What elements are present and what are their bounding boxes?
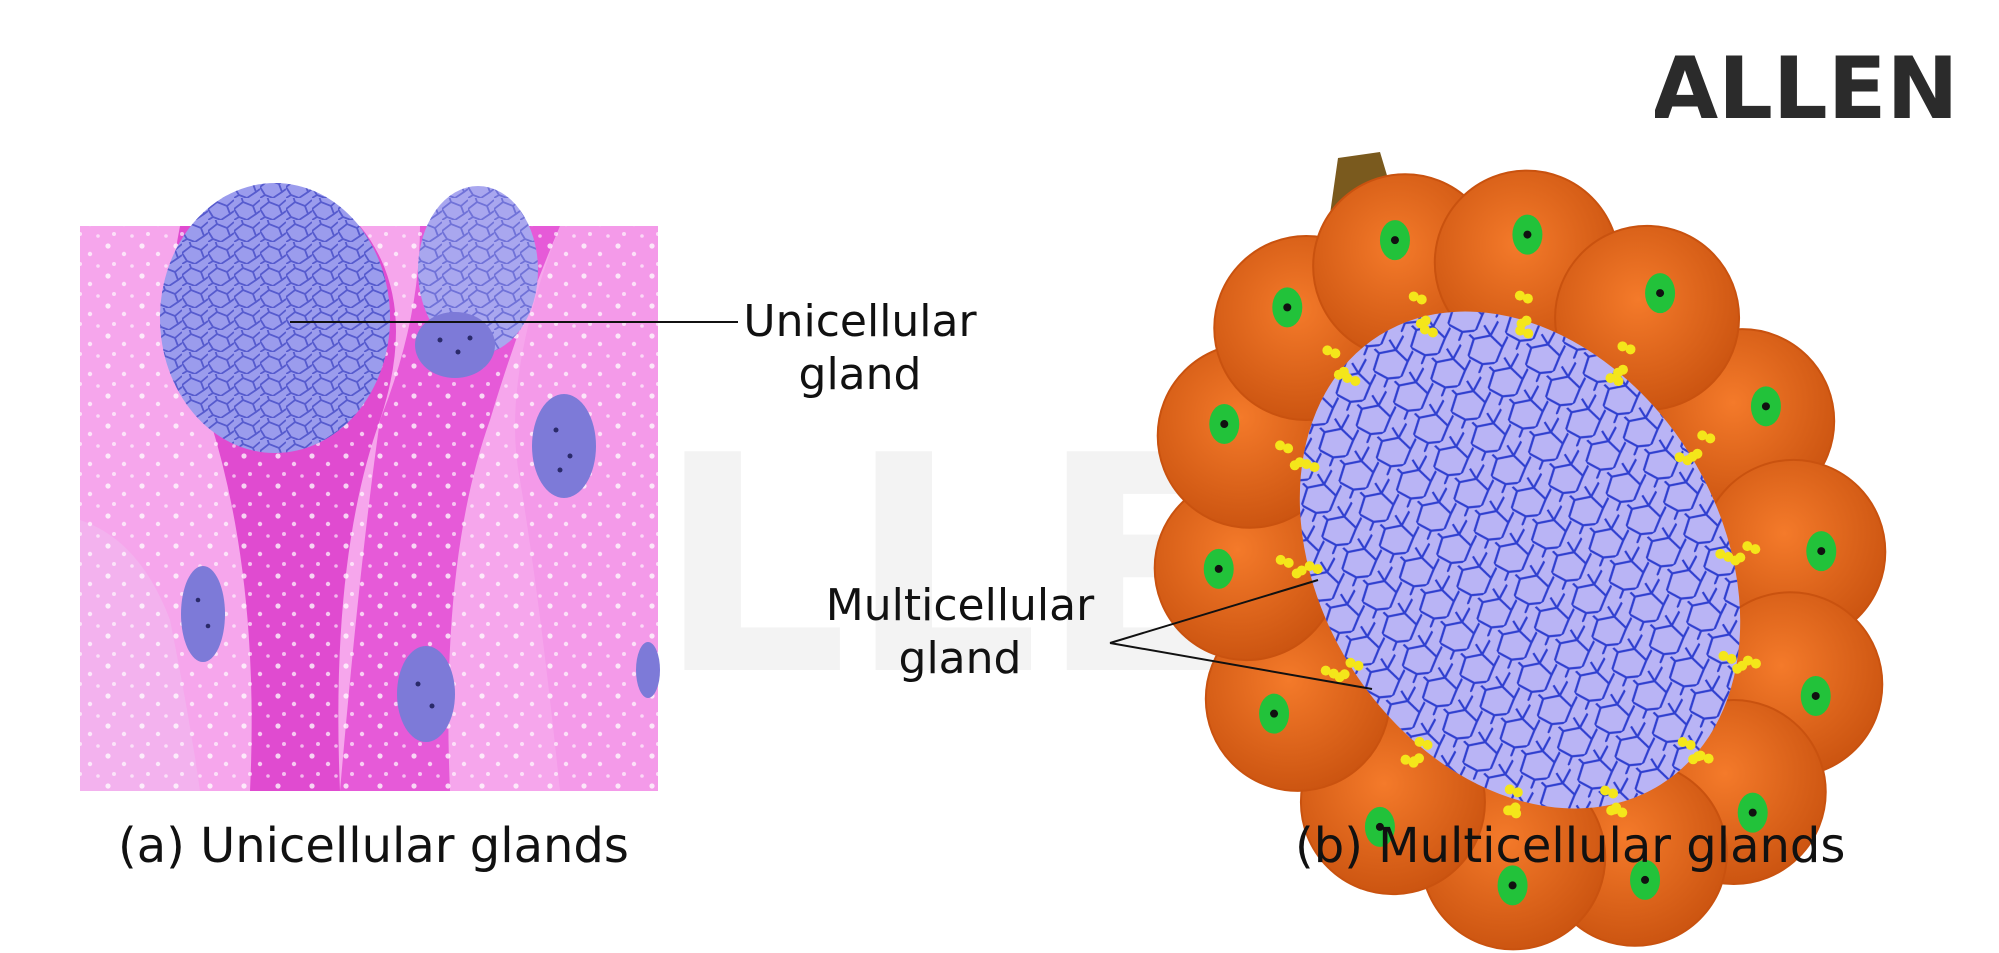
secretory-granule	[1742, 541, 1753, 552]
secretory-granule	[1718, 650, 1729, 661]
secretory-granule	[1289, 460, 1300, 471]
secretory-granule	[1514, 290, 1525, 301]
secretory-granule	[1705, 433, 1716, 444]
secretory-granule	[1682, 455, 1693, 466]
secretory-granule	[1283, 557, 1294, 568]
secretory-granule	[1617, 807, 1628, 818]
secretory-granule	[1723, 551, 1734, 562]
multicellular-gland-label: Multicellular gland	[810, 580, 1110, 686]
secretory-granule	[1408, 291, 1419, 302]
secretory-granule	[1427, 327, 1438, 338]
label-line-1: Multicellular	[825, 580, 1095, 631]
nucleus-4	[397, 646, 455, 742]
secretory-granule	[1600, 785, 1611, 796]
secretory-granule	[1677, 737, 1688, 748]
secretory-granule	[1612, 367, 1623, 378]
secretory-granule	[1415, 318, 1426, 329]
secretory-granule	[1750, 544, 1761, 555]
secretory-granule	[1304, 561, 1315, 572]
secretory-granule	[1688, 754, 1699, 765]
label-line-2: gland	[898, 632, 1022, 684]
secretory-granule	[1353, 660, 1364, 671]
secretory-granule	[1685, 740, 1696, 751]
caption-unicellular-glands: (a) Unicellular glands	[118, 818, 629, 874]
secretory-granule	[1275, 440, 1286, 451]
secretory-granule	[1516, 318, 1527, 329]
label-line-2: gland	[798, 348, 922, 400]
secretory-granule	[1283, 443, 1294, 454]
secretory-granule	[1608, 788, 1619, 799]
secretory-granule	[1703, 753, 1714, 764]
secretory-granule	[1309, 462, 1320, 473]
secretory-granule	[1625, 344, 1636, 355]
unicellular-illustration	[80, 183, 660, 791]
secretory-granule	[1291, 568, 1302, 579]
secretory-granule	[1400, 754, 1411, 765]
multicellular-leader-line-2	[1109, 642, 1373, 690]
caption-multicellular-glands: (b) Multicellular glands	[1295, 818, 1846, 874]
nucleus-3	[181, 566, 225, 662]
secretory-granule	[1606, 805, 1617, 816]
nucleus-1	[415, 312, 495, 378]
secretory-granule	[1422, 739, 1433, 750]
label-line-1: Unicellular	[743, 296, 977, 347]
secretory-granule	[1512, 787, 1523, 798]
secretory-granule	[1342, 372, 1353, 383]
secretory-granule	[1613, 376, 1624, 387]
secretory-granule	[1732, 663, 1743, 674]
secretory-granule	[1409, 756, 1420, 767]
nucleus-2	[532, 394, 596, 498]
secretory-granule	[1715, 548, 1726, 559]
secretory-granule	[1322, 345, 1333, 356]
multicellular-illustration	[1153, 152, 1887, 951]
multicellular-leader-line-1	[1109, 579, 1319, 644]
secretory-granule	[1726, 653, 1737, 664]
secretory-granule	[1301, 459, 1312, 470]
secretory-granule	[1697, 430, 1708, 441]
secretory-granule	[1505, 805, 1516, 816]
secretory-granule	[1330, 348, 1341, 359]
secretory-granule	[1750, 658, 1761, 669]
secretory-granule	[1320, 665, 1331, 676]
nucleus-5	[636, 642, 660, 698]
secretory-granule	[1334, 672, 1345, 683]
unicellular-gland-label: Unicellular gland	[730, 296, 990, 402]
secretory-granule	[1504, 784, 1515, 795]
secretory-granule	[1275, 554, 1286, 565]
secretory-granule	[1523, 328, 1534, 339]
secretory-granule	[1416, 294, 1427, 305]
secretory-granule	[1312, 564, 1323, 575]
secretory-granule	[1414, 736, 1425, 747]
secretory-granule	[1350, 375, 1361, 386]
secretory-granule	[1333, 369, 1344, 380]
allen-logo: ALLEN	[1655, 40, 1955, 136]
secretory-granule	[1345, 657, 1356, 668]
secretory-granule	[1605, 373, 1616, 384]
allen-logo-text: ALLEN	[1655, 40, 1955, 136]
secretory-granule	[1674, 452, 1685, 463]
secretory-granule	[1617, 341, 1628, 352]
secretory-granule	[1522, 293, 1533, 304]
